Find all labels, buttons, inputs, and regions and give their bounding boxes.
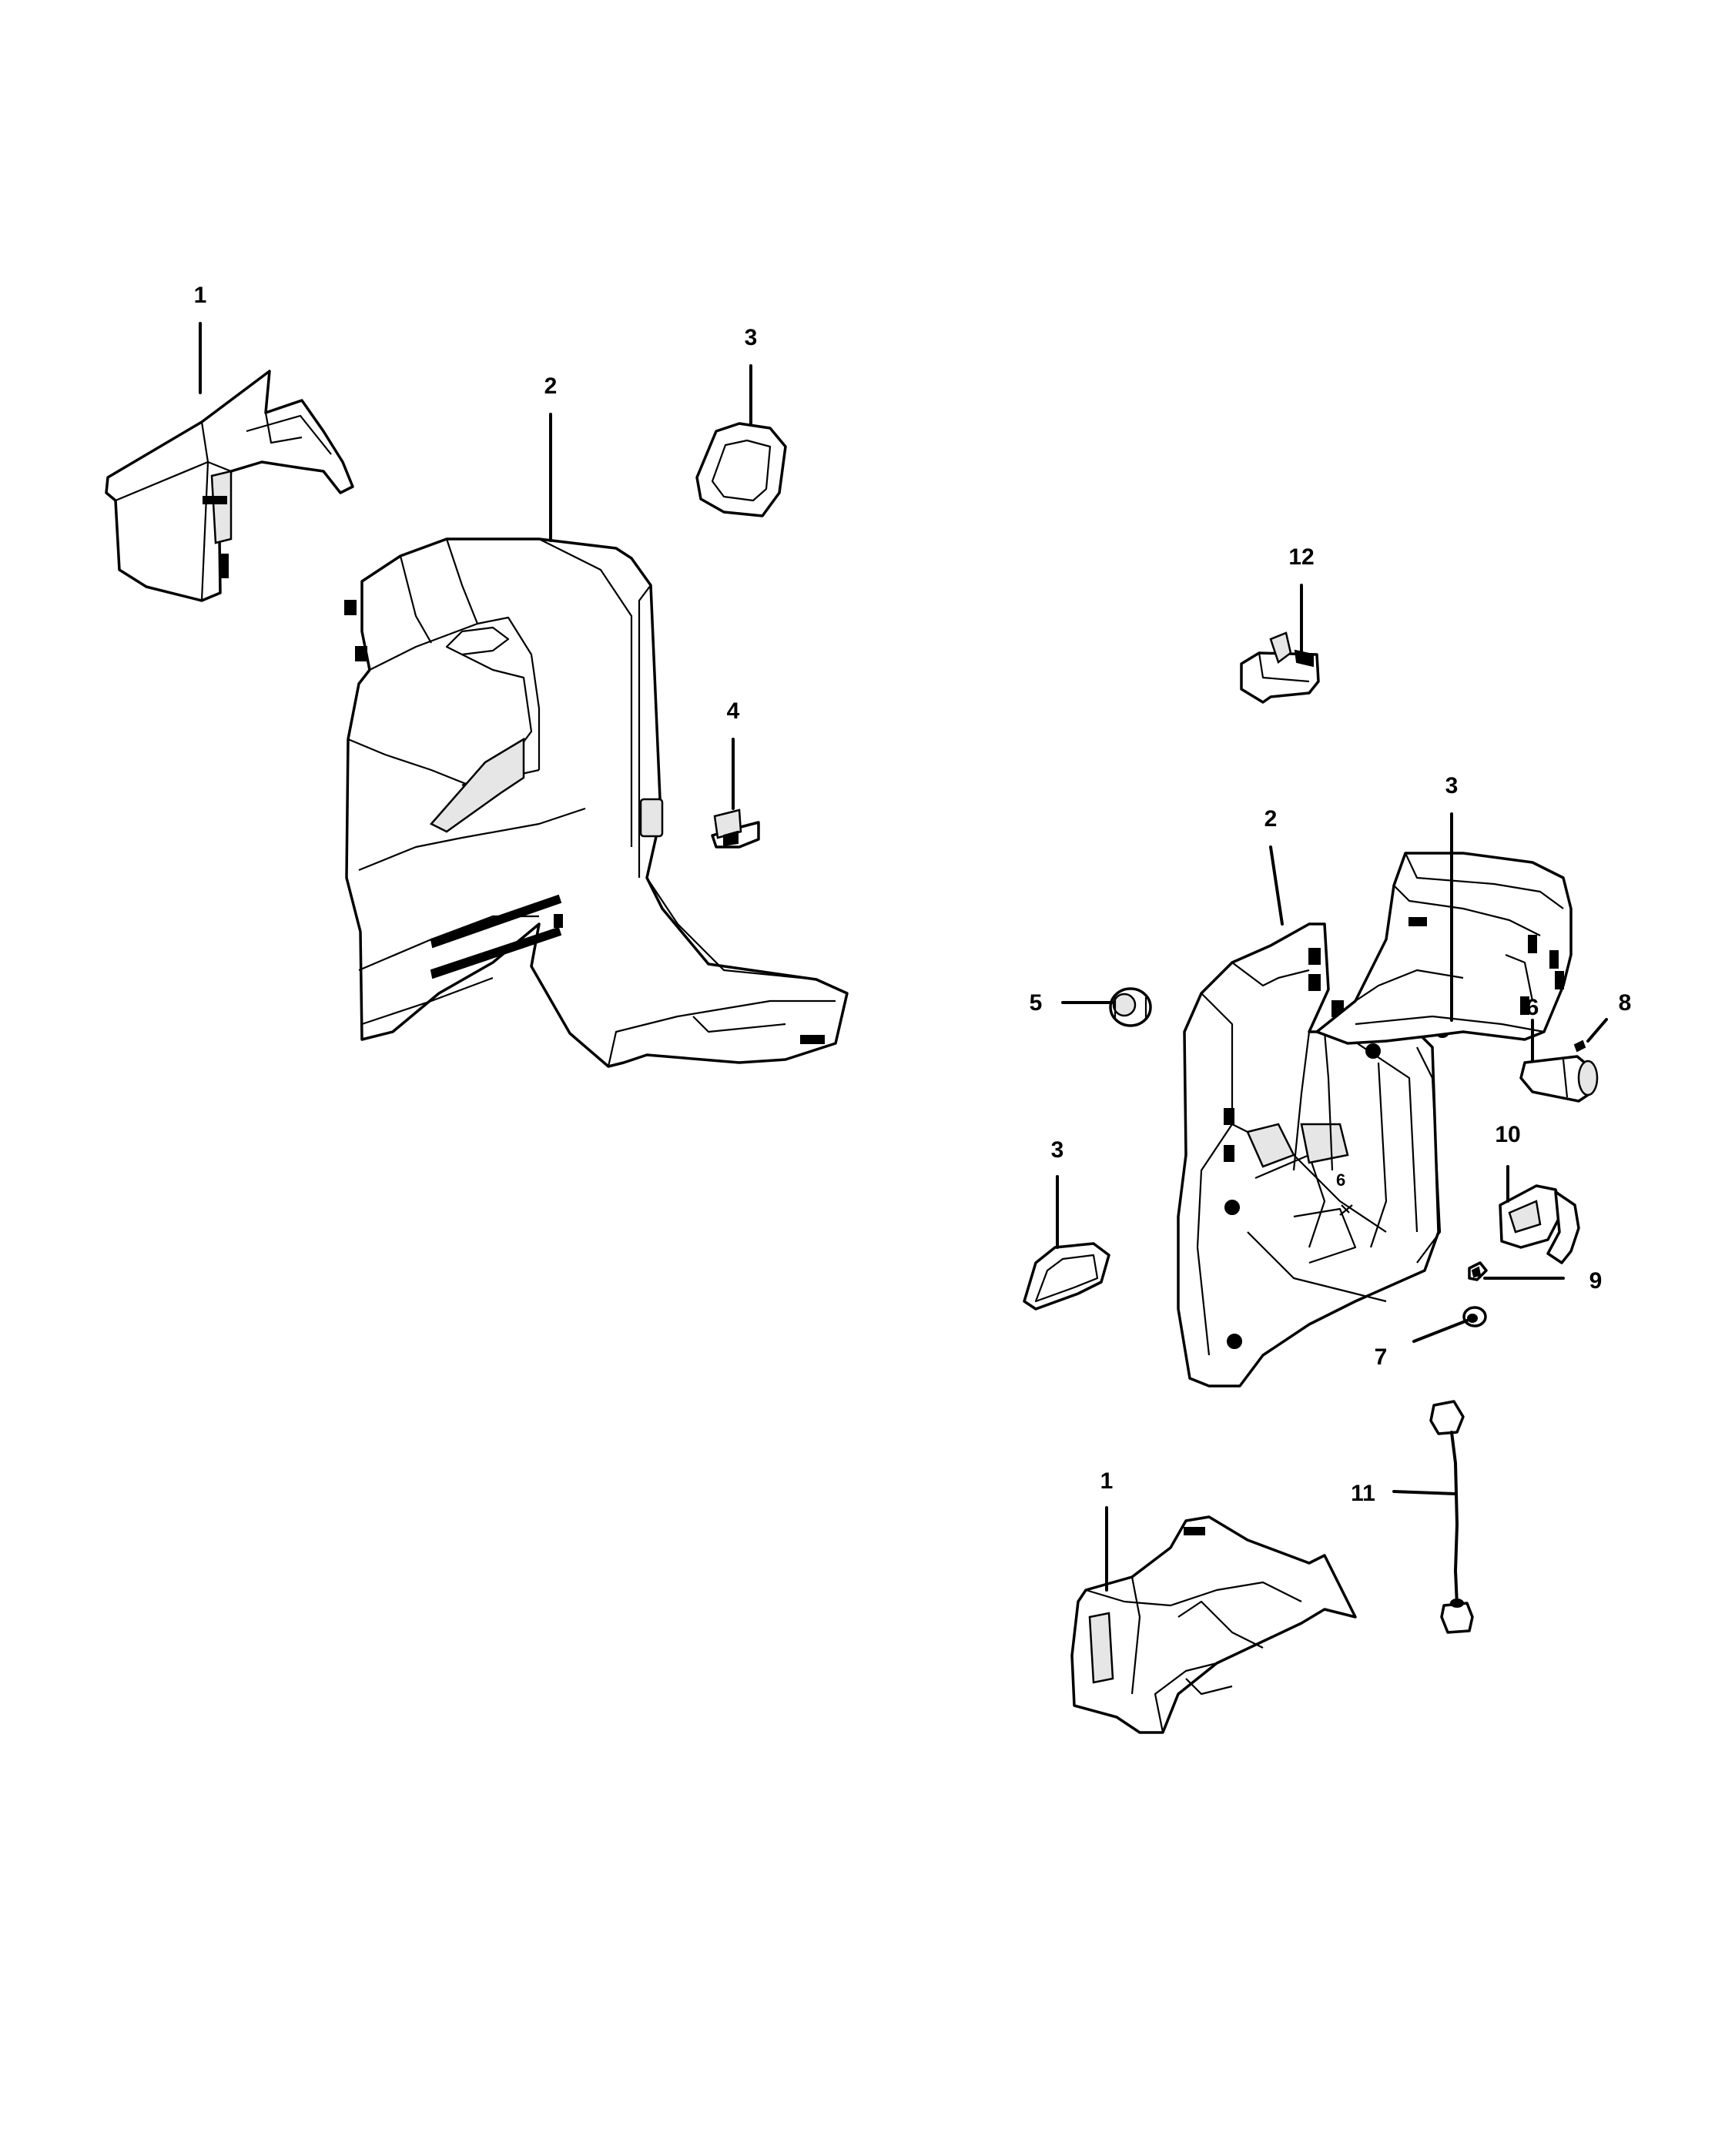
right-part-10-bracket <box>1499 1184 1580 1264</box>
callout-right-7: 7 <box>1375 1344 1388 1370</box>
callout-right-10: 10 <box>1495 1122 1520 1147</box>
right-assembly: 6 <box>1023 544 1632 1734</box>
leader-right-2 <box>1269 845 1284 926</box>
right-part-9-clip <box>1468 1261 1488 1281</box>
callout-right-8: 8 <box>1619 990 1632 1016</box>
callout-left-1: 1 <box>194 283 207 308</box>
callout-right-1: 1 <box>1100 1468 1114 1494</box>
leader-right-7 <box>1412 1319 1469 1343</box>
callout-right-5: 5 <box>1030 990 1043 1016</box>
leader-right-11 <box>1392 1490 1457 1495</box>
leader-right-8 <box>1586 1018 1608 1043</box>
right-part-3-lower-bezel <box>1023 1242 1110 1311</box>
left-part-2-quarter-panel <box>344 537 849 1068</box>
callout-right-3-upper: 3 <box>1445 773 1459 798</box>
left-part-4-clip <box>711 808 760 849</box>
callout-right-12: 12 <box>1288 544 1314 570</box>
right-part-5-grommet <box>1109 987 1152 1027</box>
right-part-12-clip <box>1240 631 1320 704</box>
right-part-7-grommet <box>1462 1306 1487 1327</box>
callout-right-9: 9 <box>1589 1268 1603 1294</box>
svg-text:6: 6 <box>1336 1170 1345 1190</box>
callout-left-2: 2 <box>544 373 558 399</box>
callout-right-3-lower: 3 <box>1051 1137 1064 1163</box>
left-part-3-bezel <box>695 422 787 517</box>
left-assembly: 1 2 3 4 <box>105 283 849 1068</box>
right-part-6-socket <box>1519 1055 1599 1103</box>
callout-left-4: 4 <box>727 698 740 724</box>
callout-left-3: 3 <box>745 325 758 350</box>
left-part-1-trim <box>105 370 354 602</box>
right-part-11-cable <box>1429 1400 1474 1634</box>
callout-right-11: 11 <box>1351 1481 1375 1506</box>
right-part-1-lower-trim <box>1070 1515 1357 1734</box>
right-part-3-upper-bracket <box>1315 852 1573 1045</box>
right-part-8-pin <box>1573 1040 1586 1053</box>
callout-right-6: 6 <box>1526 995 1539 1020</box>
callout-right-2: 2 <box>1264 806 1278 832</box>
